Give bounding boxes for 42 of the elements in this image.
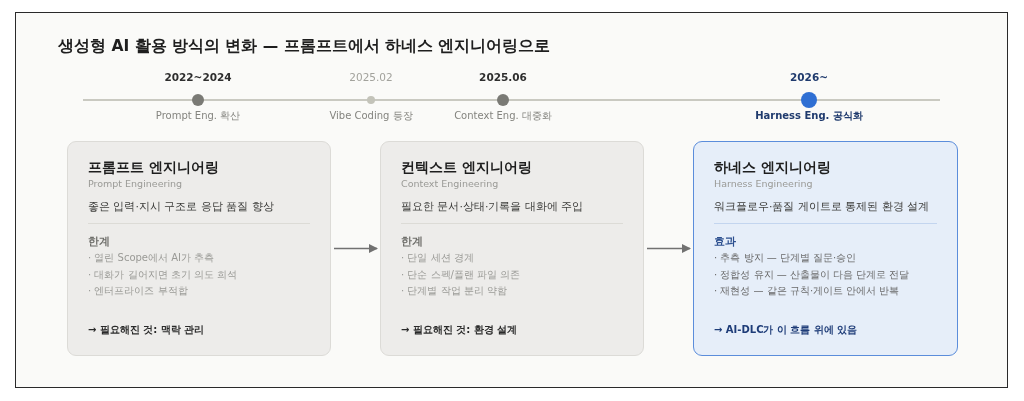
card-title: 하네스 엔지니어링 [714,158,831,176]
card-summary: 워크플로우·품질 게이트로 통제된 환경 설계 [714,200,930,214]
bullet-item: · 정합성 유지 — 산출물이 다음 단계로 전달 [714,267,910,282]
section-heading: 한계 [88,234,110,248]
arrow [646,244,691,253]
timeline-date: 2025.02 [349,71,393,84]
stage-card [380,141,644,356]
card-conclusion: → AI-DLC가 이 흐름 위에 있음 [714,323,858,337]
card-conclusion: → 필요해진 것: 맥락 관리 [88,323,205,337]
card-title: 컨텍스트 엔지니어링 [401,158,532,176]
bullet-item: · 재현성 — 같은 규칙·게이트 안에서 반복 [714,284,900,298]
bullet-item: · 단순 스펙/플랜 파일 의존 [401,267,521,282]
card-subtitle: Harness Engineering [714,178,813,190]
card-title: 프롬프트 엔지니어링 [88,158,219,176]
arrow [333,244,378,253]
timeline-date: 2026~ [790,71,828,84]
stage-card [693,141,958,356]
timeline-caption: Vibe Coding 등장 [329,109,413,122]
card-summary: 필요한 문서·상태·기록을 대화에 주입 [401,200,584,214]
timeline-dot-icon [801,92,817,108]
card-conclusion: → 필요해진 것: 환경 설계 [401,323,518,337]
section-heading: 효과 [714,234,736,248]
bullet-item: · 단계별 작업 분리 약함 [401,284,507,298]
timeline-caption: Prompt Eng. 확산 [155,109,241,122]
bullet-item: · 엔터프라이즈 부적합 [88,284,188,298]
timeline-caption: Harness Eng. 공식화 [755,109,863,122]
bullet-item: · 단일 세션 경계 [401,251,474,265]
card-subtitle: Context Engineering [401,178,499,190]
stage-card [67,141,331,356]
timeline-dot-icon [367,96,375,104]
card-summary: 좋은 입력·지시 구조로 응답 품질 향상 [88,200,274,214]
timeline-caption: Context Eng. 대중화 [454,109,552,122]
timeline-date: 2022~2024 [164,71,232,84]
timeline-dot-icon [497,94,509,106]
card-subtitle: Prompt Engineering [88,178,183,190]
diagram-title: 생성형 AI 활용 방식의 변화 — 프롬프트에서 하네스 엔지니어링으로 [58,36,551,56]
timeline-date: 2025.06 [479,71,527,84]
timeline-dot-icon [192,94,204,106]
section-heading: 한계 [401,234,423,248]
bullet-item: · 추측 방지 — 단계별 질문·승인 [714,251,857,265]
bullet-item: · 대화가 길어지면 초기 의도 희석 [88,267,238,282]
bullet-item: · 열린 Scope에서 AI가 추측 [88,251,215,265]
